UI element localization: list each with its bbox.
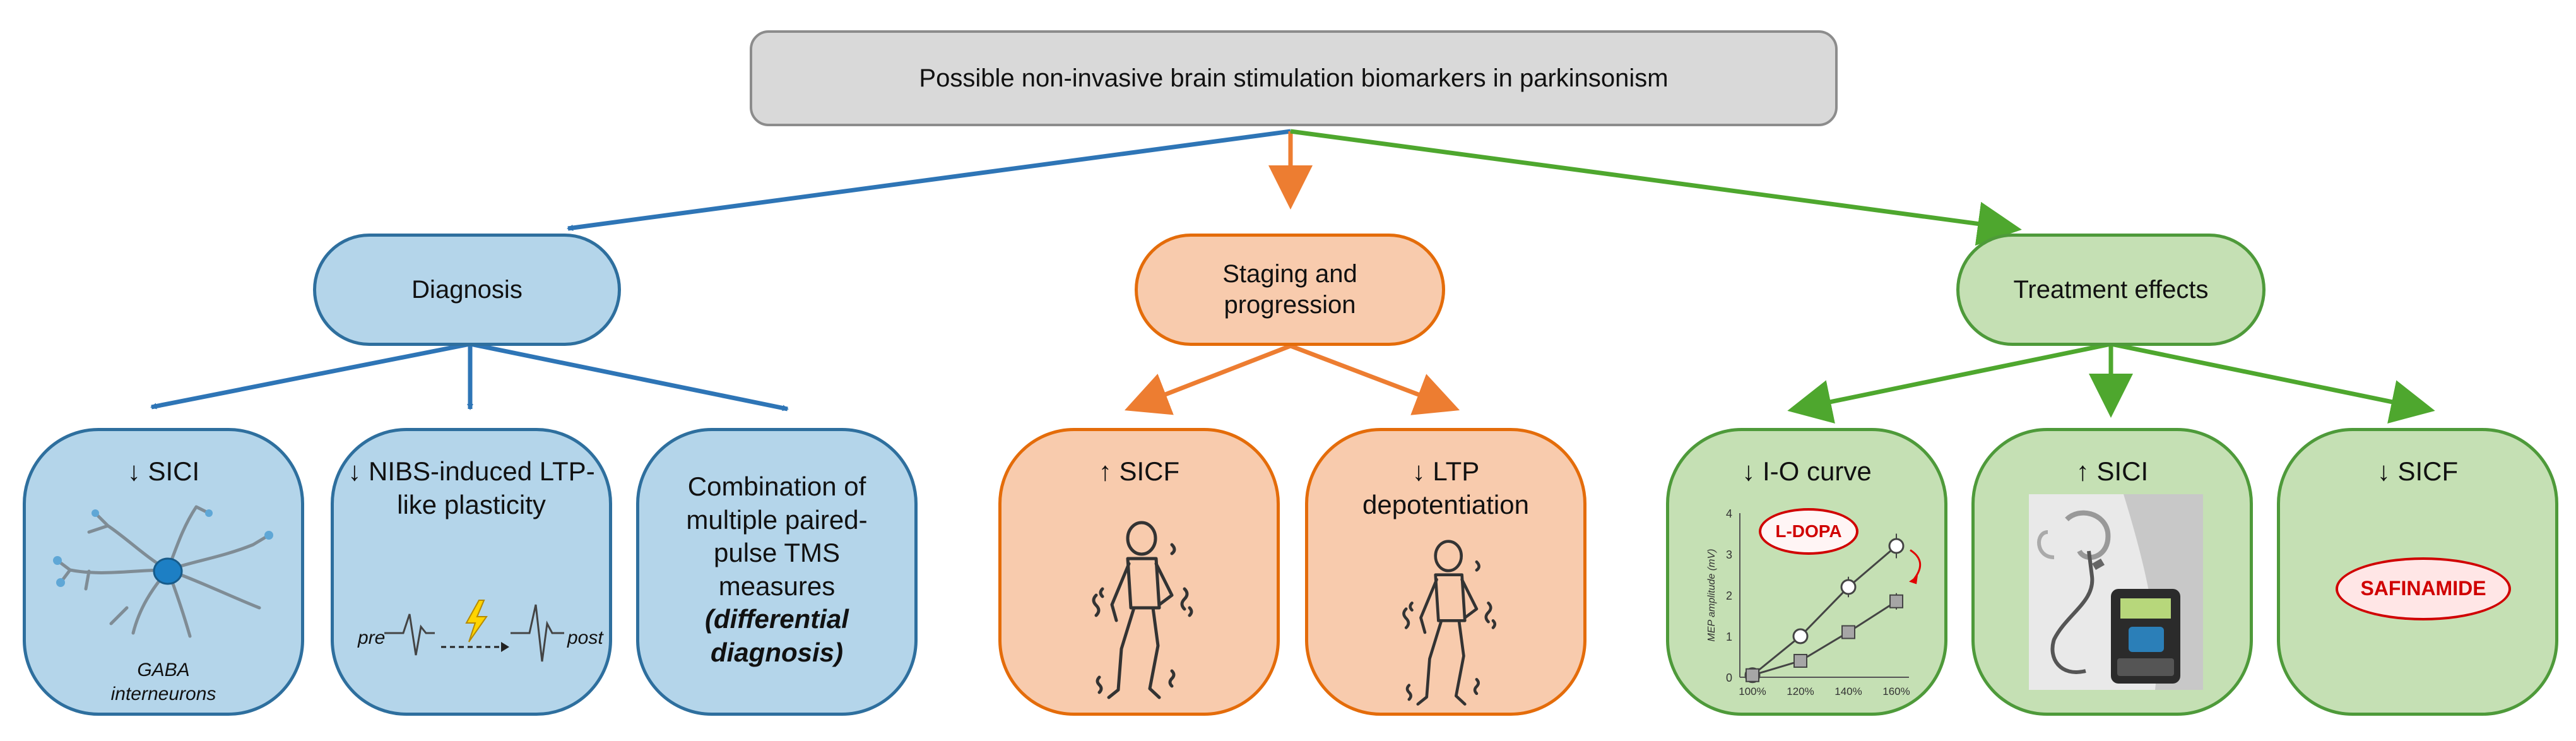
parkinsonian-patient-icon: [1092, 521, 1193, 699]
leaf-diagnosis-ltp-label: ↓ NIBS-induced LTP-like plasticity: [348, 456, 595, 519]
series-line-before: [1752, 545, 1897, 676]
y-tick-label: 0: [1726, 672, 1732, 684]
leaf-staging-sicf: ↑ SICF: [998, 428, 1280, 716]
x-tick-label: 100%: [1739, 685, 1766, 697]
arrow-treatment-io: [1787, 341, 2112, 424]
data-point-after: [1841, 625, 1855, 639]
arrow-staging-ltp: [1289, 343, 1460, 415]
leaf-diagnosis-ltp: ↓ NIBS-induced LTP-like plasticity pre p…: [331, 428, 612, 716]
y-tick-label: 1: [1726, 631, 1732, 643]
arrow-root-treatment: [1290, 129, 2022, 246]
pre-label: pre: [358, 627, 386, 648]
root-label: Possible non-invasive brain stimulation …: [919, 64, 1669, 92]
neuron-icon: [53, 505, 273, 638]
arrow-treatment-sicf: [2110, 341, 2435, 424]
data-point-before: [1792, 628, 1809, 644]
io-curve-chart: 0 1 2 3 4 100% 120% 140% 160% MEP amplitude (mV): [1706, 507, 1921, 697]
y-axis-label: MEP amplitude (mV): [1706, 549, 1717, 642]
series-line-after: [1752, 600, 1897, 677]
category-staging: Staging and progression: [1135, 234, 1445, 346]
parkinsonian-patient-icon: [1402, 540, 1497, 706]
data-point-before: [1840, 579, 1857, 595]
effect-arrowhead: [1909, 575, 1918, 584]
leaf-treatment-sici-label: ↑ SICI: [2076, 456, 2149, 486]
neuron-caption-line1: GABA: [137, 660, 190, 680]
x-tick-label: 160%: [1882, 685, 1910, 697]
leaf-diagnosis-combo: Combination of multiple paired-pulse TMS…: [636, 428, 918, 716]
leaf-diagnosis-sici: ↓ SICI GABA interneurons: [23, 428, 304, 716]
category-treatment: Treatment effects: [1956, 234, 2266, 346]
plasticity-waveform-icon: [384, 600, 564, 662]
leaf-diagnosis-combo-label: Combination of multiple paired-pulse TMS…: [686, 471, 868, 601]
data-point-after: [1889, 594, 1903, 608]
x-tick-label: 140%: [1835, 685, 1862, 697]
leaf-staging-ltp-label: ↓ LTP depotentiation: [1362, 456, 1529, 519]
category-diagnosis: Diagnosis: [313, 234, 621, 346]
l-dopa-badge: L-DOPA: [1759, 508, 1858, 555]
arrow-diagnosis-combo: [470, 341, 789, 412]
data-point-after: [1793, 654, 1807, 668]
category-staging-label: Staging and progression: [1222, 260, 1357, 319]
leaf-treatment-sicf-label: ↓ SICF: [2377, 456, 2459, 486]
data-point-after: [1746, 668, 1759, 682]
leaf-diagnosis-combo-emphasis: (differential diagnosis): [705, 604, 849, 667]
leaf-diagnosis-sici-label: ↓ SICI: [127, 456, 200, 486]
post-label: post: [567, 627, 603, 648]
data-point-before: [1888, 538, 1905, 554]
leaf-treatment-sici: ↑ SICI: [1971, 428, 2253, 716]
arrow-diagnosis-sici: [150, 341, 471, 410]
leaf-staging-sicf-label: ↑ SICF: [1098, 456, 1180, 486]
y-tick-label: 2: [1726, 590, 1732, 602]
category-diagnosis-label: Diagnosis: [411, 275, 523, 304]
arrow-root-diagnosis: [567, 129, 1291, 231]
leaf-treatment-io: ↓ I-O curve 0 1 2 3 4 100% 120% 140% 160% MEP amp…: [1666, 428, 1947, 716]
root-node: Possible non-invasive brain stimulation …: [750, 30, 1838, 126]
neuron-caption-line2: interneurons: [110, 683, 216, 704]
x-tick-label: 120%: [1787, 685, 1814, 697]
y-tick-label: 4: [1726, 507, 1732, 520]
category-treatment-label: Treatment effects: [2013, 275, 2209, 304]
leaf-treatment-sicf: ↓ SICF SAFINAMIDE: [2277, 428, 2558, 716]
arrow-staging-sicf: [1124, 343, 1292, 415]
leaf-treatment-io-label: ↓ I-O curve: [1742, 456, 1872, 486]
leaf-staging-ltp: ↓ LTP depotentiation: [1305, 428, 1586, 716]
safinamide-badge: SAFINAMIDE: [2336, 557, 2511, 620]
effect-arrow: [1910, 549, 1921, 580]
y-tick-label: 3: [1726, 548, 1732, 561]
infusion-pump-icon: [2029, 494, 2203, 690]
